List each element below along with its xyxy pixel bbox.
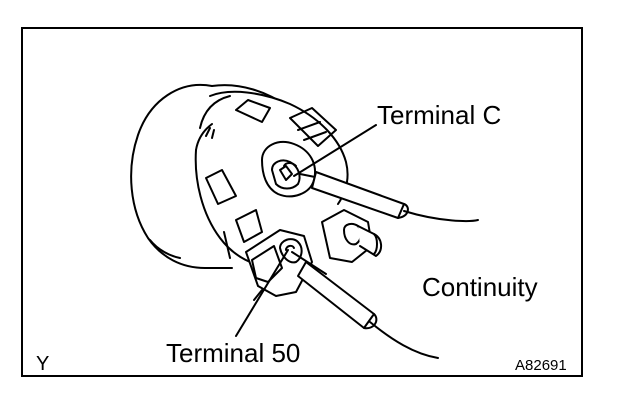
terminal-c-probe (299, 171, 479, 222)
terminal-c-leader (293, 124, 377, 177)
terminal-50-label: Terminal 50 (166, 338, 301, 368)
terminal-50-leader (235, 249, 289, 337)
terminal-50-probe (291, 251, 439, 359)
terminal-c-label: Terminal C (377, 100, 502, 130)
starter-motor-body (130, 84, 291, 269)
view-letter-label: Y (36, 353, 50, 375)
continuity-label: Continuity (422, 272, 538, 302)
figure-frame (21, 27, 583, 377)
figure-code-label: A82691 (515, 357, 567, 374)
terminal-30-stud (321, 209, 382, 263)
